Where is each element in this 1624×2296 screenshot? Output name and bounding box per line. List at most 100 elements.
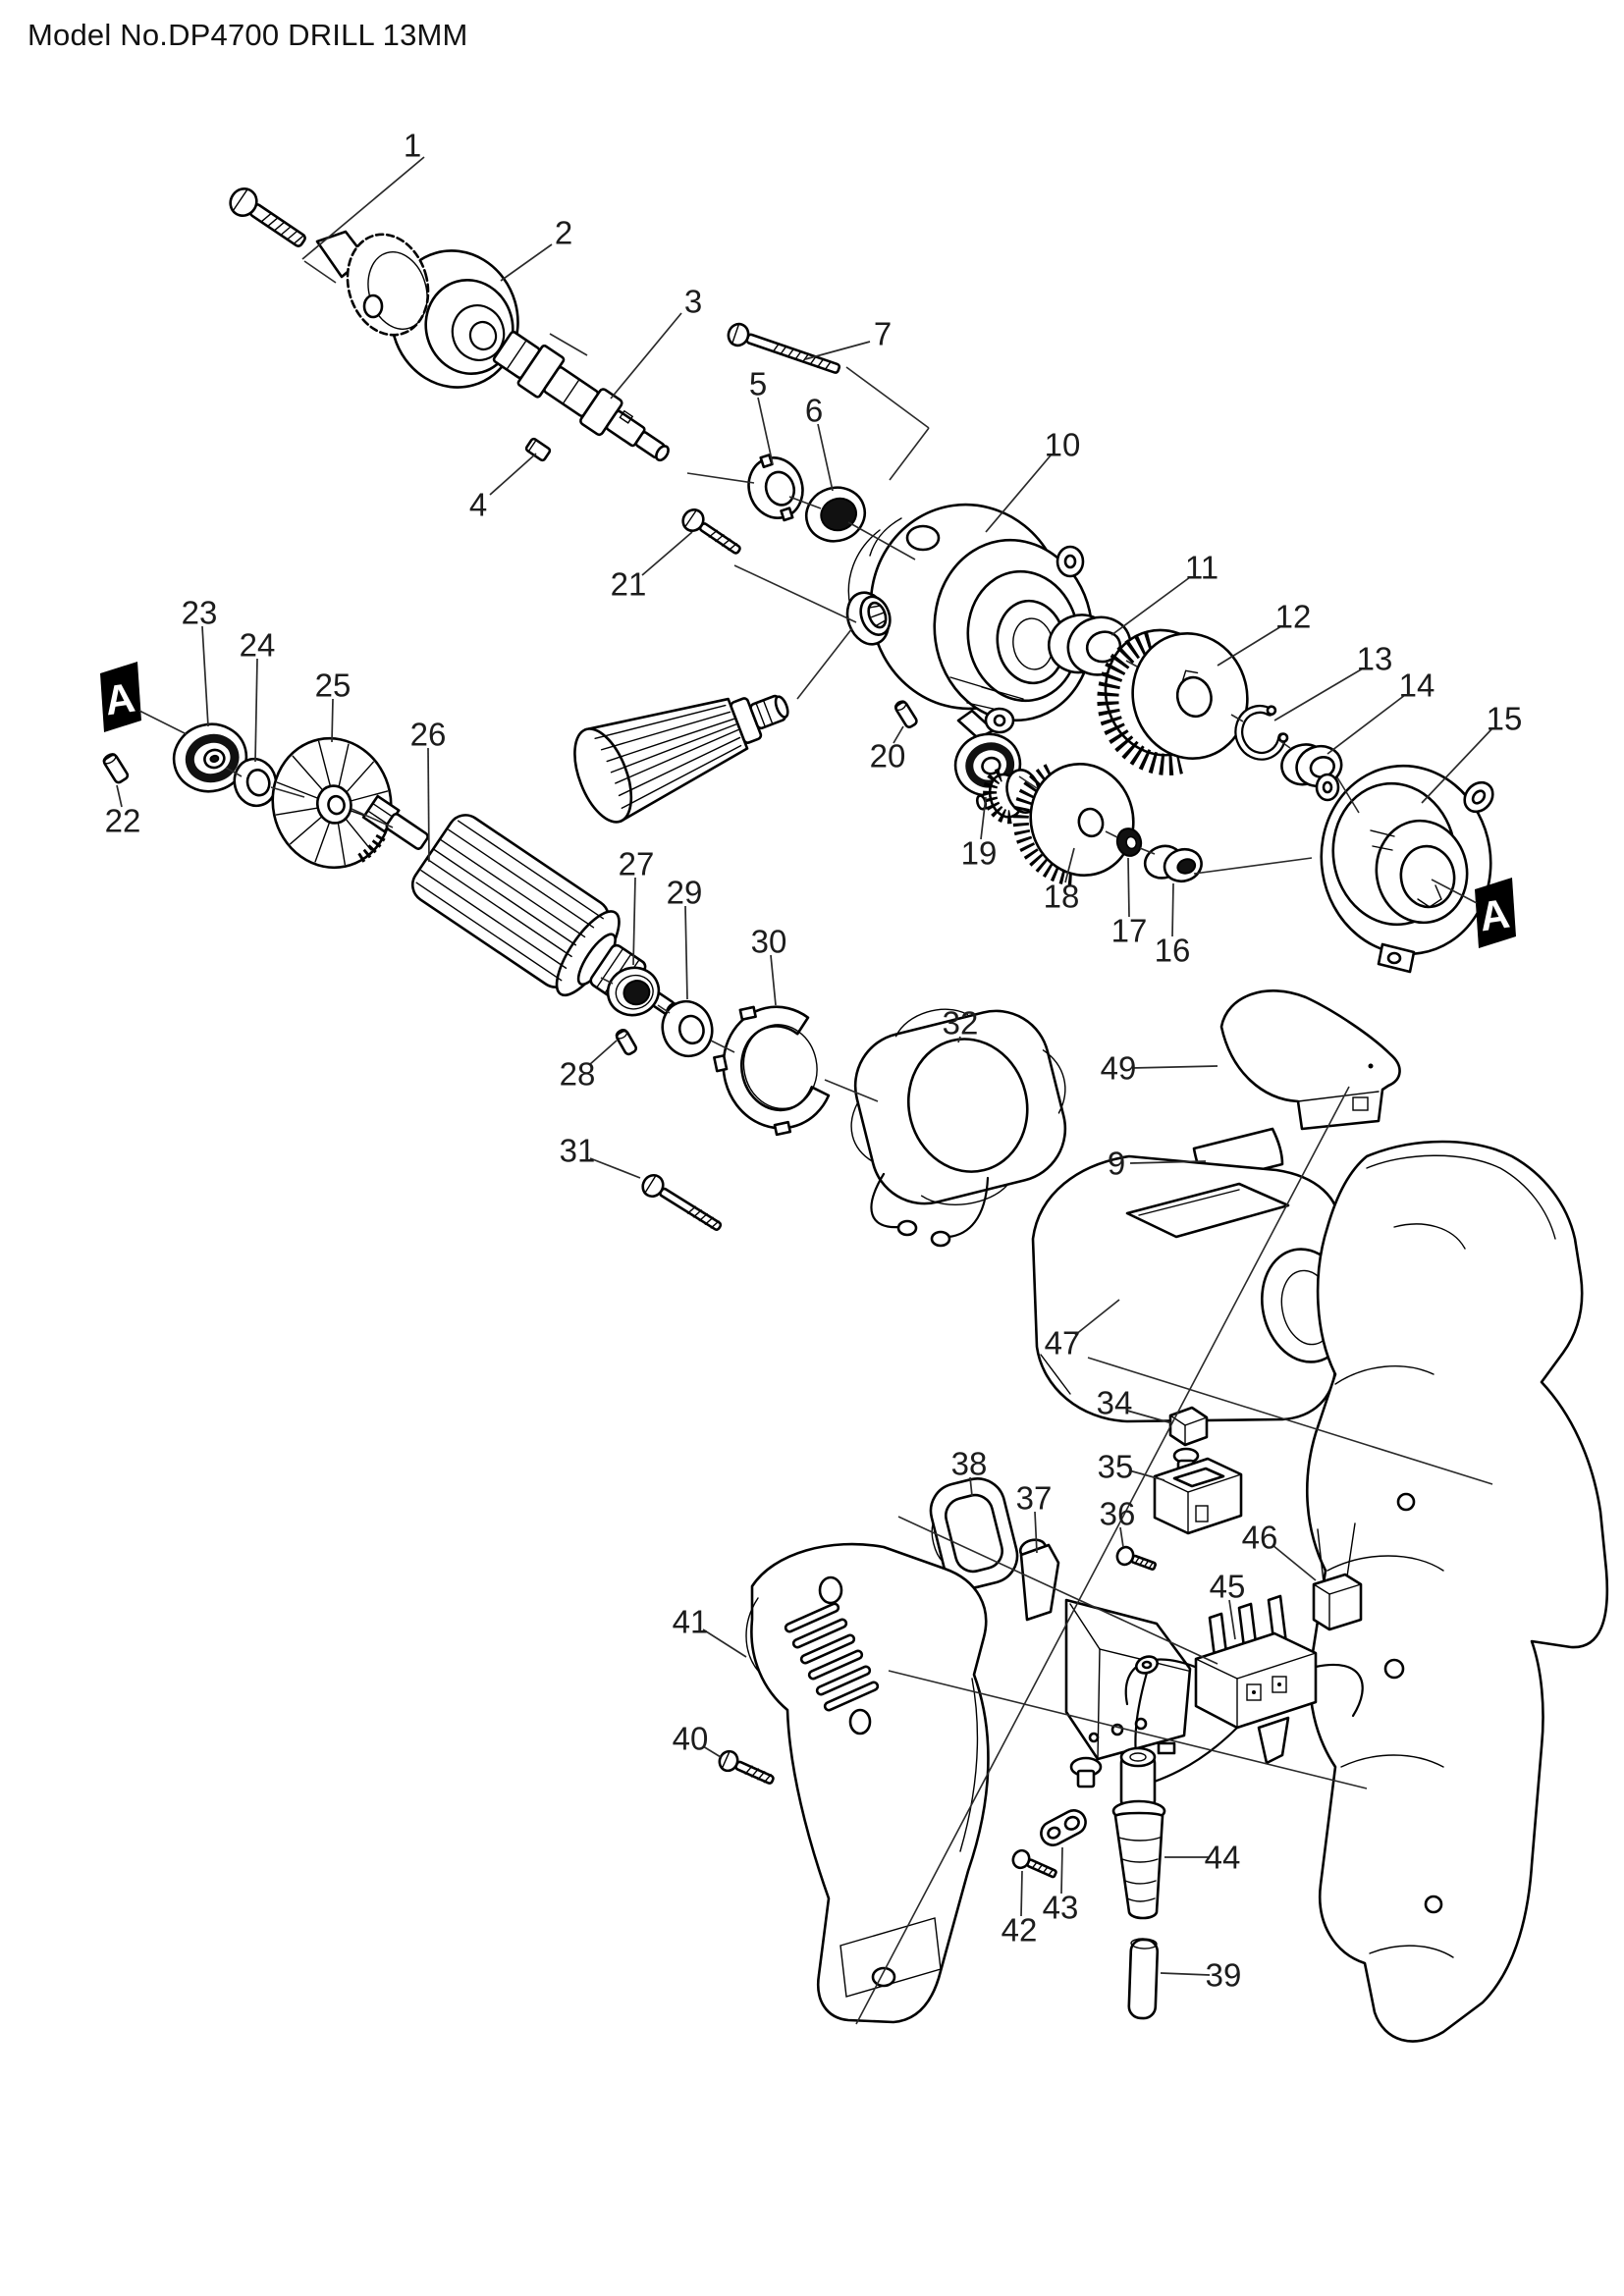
- part-number-17: 17: [1111, 913, 1148, 949]
- leader-line-32: [957, 1036, 961, 1043]
- axis-line-22: [1336, 776, 1360, 814]
- part-number-1: 1: [404, 128, 421, 164]
- part-number-14: 14: [1399, 667, 1435, 704]
- part-number-28: 28: [560, 1056, 596, 1093]
- leader-line-47: [1074, 1299, 1120, 1336]
- gear-12: [1097, 628, 1249, 775]
- axis-line-17: [1139, 847, 1156, 855]
- axis-line-13: [710, 1040, 735, 1053]
- bearing-retainer: [1315, 764, 1494, 974]
- leader-line-43: [1060, 1846, 1063, 1895]
- part-number-38: 38: [951, 1446, 988, 1482]
- part-number-44: 44: [1205, 1840, 1241, 1876]
- rear-cover: [1219, 989, 1401, 1131]
- leader-line-31: [589, 1157, 641, 1179]
- part-number-7: 7: [874, 316, 892, 352]
- screw-36: [1115, 1545, 1158, 1571]
- leader-line-11: [1110, 576, 1191, 636]
- part-number-4: 4: [469, 487, 487, 523]
- leader-line-45: [1228, 1599, 1236, 1640]
- part-number-24: 24: [240, 627, 276, 664]
- leader-line-10: [985, 454, 1052, 533]
- part-number-6: 6: [805, 393, 823, 429]
- axis-line-29: [897, 1516, 1218, 1665]
- bearing-27: [606, 966, 661, 1017]
- leader-line-20: [893, 725, 904, 744]
- callout-layer: 1234567910111213141516171819202122232425…: [105, 128, 1522, 2025]
- ball-bearing-23: [172, 722, 248, 793]
- axis-line-15: [1018, 775, 1038, 789]
- axis-line-23: [796, 627, 853, 700]
- part-number-3: 3: [684, 284, 702, 320]
- part-number-31: 31: [560, 1133, 596, 1169]
- leader-line-42: [1020, 1870, 1023, 1917]
- svg-text:A: A: [102, 674, 138, 724]
- leader-line-9: [1129, 1160, 1207, 1164]
- part-number-34: 34: [1097, 1385, 1133, 1421]
- marker-a-left: A: [100, 662, 141, 732]
- leader-line-25: [331, 698, 334, 743]
- part-number-13: 13: [1357, 641, 1393, 677]
- axis-line-4: [549, 333, 588, 356]
- part-number-11: 11: [1185, 550, 1218, 586]
- part-number-2: 2: [555, 215, 572, 251]
- screw-42: [1011, 1848, 1057, 1879]
- clamp-washer: [747, 454, 804, 522]
- part-number-37: 37: [1016, 1480, 1053, 1517]
- leader-line-46: [1272, 1544, 1317, 1581]
- axis-line-5: [686, 472, 755, 484]
- screw-21: [681, 508, 741, 555]
- part-number-20: 20: [870, 738, 906, 774]
- axis-line-0: [845, 366, 930, 429]
- axis-line-10: [351, 808, 394, 828]
- leader-line-6: [817, 423, 834, 492]
- part-number-43: 43: [1043, 1890, 1079, 1926]
- part-number-12: 12: [1275, 599, 1312, 635]
- handle-cover: [745, 1542, 990, 2024]
- screw-40: [718, 1749, 775, 1785]
- axis-line-18: [1193, 857, 1313, 875]
- spacer-16: [1143, 844, 1203, 883]
- fan: [271, 736, 393, 870]
- part-number-5: 5: [749, 366, 767, 402]
- axis-line-26: [855, 1086, 1350, 2025]
- leader-line-37: [1034, 1511, 1038, 1554]
- axis-line-28: [1087, 1357, 1493, 1485]
- leader-line-1: [301, 156, 425, 260]
- insulator-cap: [1069, 1756, 1103, 1789]
- leader-line-14: [1326, 694, 1406, 755]
- leader-line-17: [1127, 857, 1130, 918]
- wire-terminal: [1134, 1655, 1159, 1757]
- part-number-16: 16: [1155, 933, 1191, 969]
- pin-20: [893, 700, 918, 728]
- part-number-21: 21: [611, 566, 647, 603]
- leader-line-24: [254, 658, 258, 763]
- part-number-18: 18: [1044, 879, 1080, 915]
- leader-line-5: [757, 397, 774, 465]
- cord-guard: [1111, 1746, 1166, 1920]
- washer-24: [233, 757, 278, 808]
- leader-line-36: [1119, 1526, 1124, 1548]
- leader-line-2: [500, 243, 553, 282]
- gear-housing: [845, 503, 1094, 740]
- brush-holder: [1153, 1457, 1243, 1535]
- part-number-36: 36: [1100, 1496, 1136, 1532]
- part-number-42: 42: [1001, 1912, 1038, 1949]
- washer-17: [1115, 828, 1143, 857]
- part-number-49: 49: [1101, 1050, 1137, 1087]
- pin-22: [102, 753, 130, 784]
- axis-line-24: [138, 710, 188, 735]
- leader-line-26: [427, 747, 430, 863]
- axis-line-25: [1431, 879, 1478, 904]
- leader-line-23: [201, 625, 209, 727]
- leader-line-12: [1217, 625, 1282, 667]
- axis-line-19: [1125, 660, 1138, 667]
- leader-line-3: [610, 312, 682, 400]
- leader-line-18: [1064, 847, 1075, 883]
- bearing-14: [1280, 743, 1343, 788]
- leader-line-7: [804, 341, 871, 360]
- power-cord: [1127, 1938, 1160, 2020]
- side-handle-grip: [573, 694, 789, 824]
- svg-text:A: A: [1477, 890, 1513, 940]
